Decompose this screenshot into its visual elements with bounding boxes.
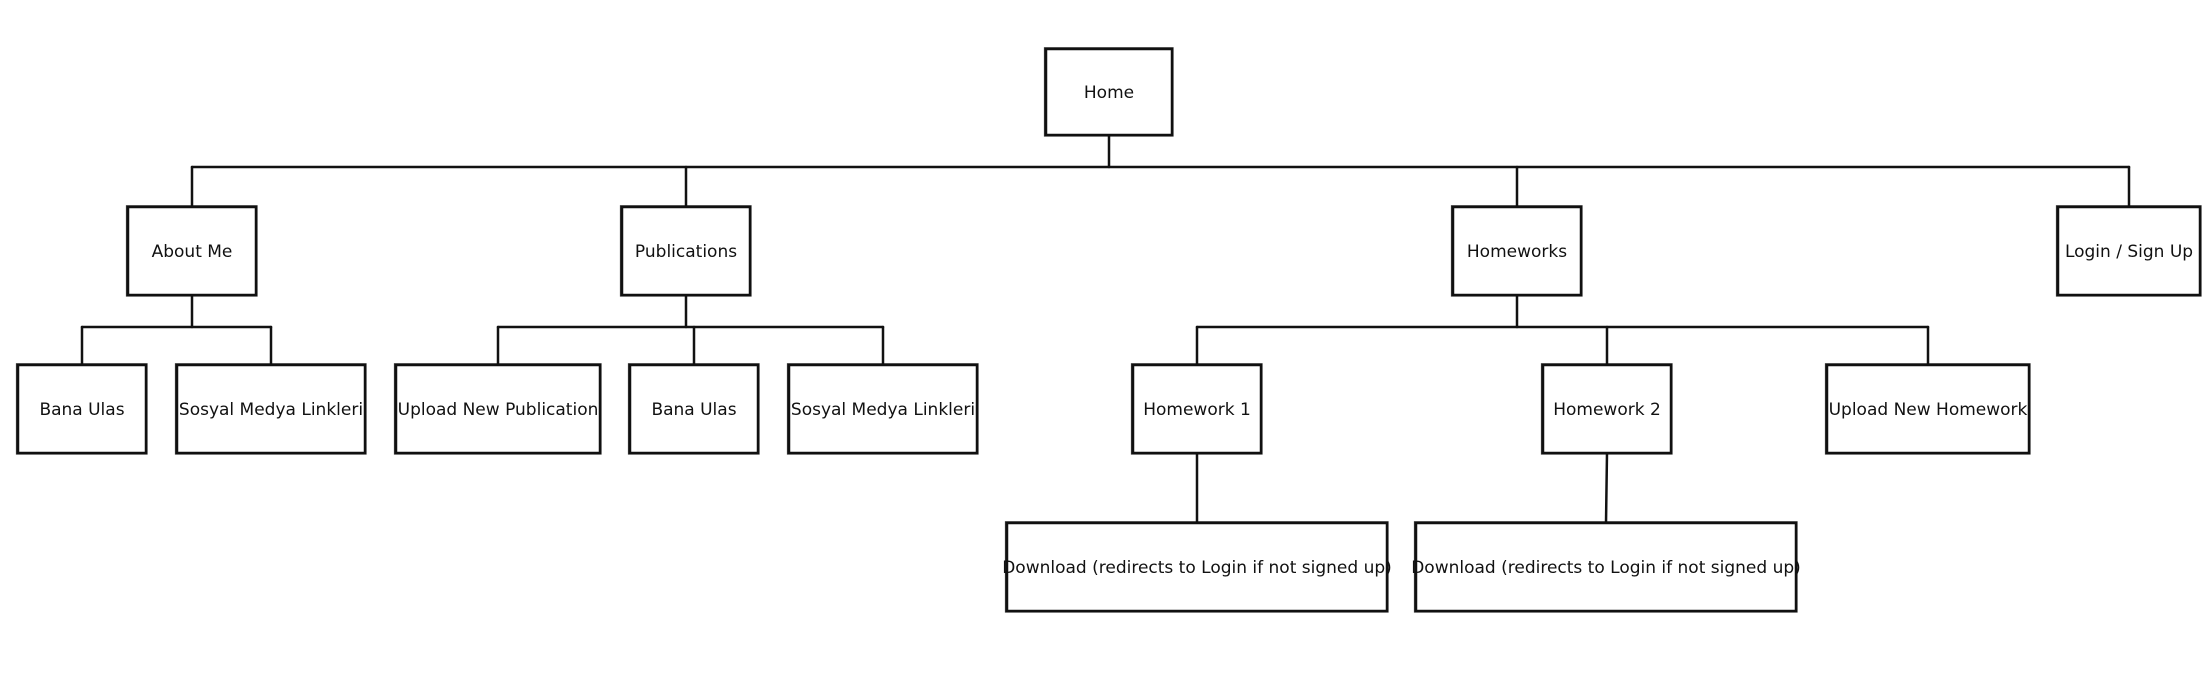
node-box-sketch <box>15 363 148 455</box>
node-label: Download (redirects to Login if not sign… <box>1002 558 1392 578</box>
node-box-sketch <box>786 363 979 455</box>
node-hw1-download: Download (redirects to Login if not sign… <box>1002 521 1392 613</box>
node-box <box>787 363 979 455</box>
node-label: Homework 2 <box>1553 400 1661 420</box>
node-label: Sosyal Medya Linkleri <box>179 400 363 420</box>
node-box-sketch <box>1824 363 2031 455</box>
node-pub-upload: Upload New Publication <box>393 363 602 455</box>
node-label: Home <box>1084 83 1134 103</box>
node-label: Homework 1 <box>1143 400 1251 420</box>
node-box <box>1451 205 1583 297</box>
node-box-sketch <box>1540 363 1673 455</box>
node-homework-1: Homework 1 <box>1130 363 1263 455</box>
node-about-bana-ulas: Bana Ulas <box>15 363 148 455</box>
node-about-me: About Me <box>125 205 258 297</box>
node-login-signup: Login / Sign Up <box>2055 205 2202 297</box>
node-box <box>1414 521 1798 613</box>
node-label: Bana Ulas <box>651 400 736 420</box>
node-box <box>1005 521 1389 613</box>
node-box <box>1825 363 2031 455</box>
node-home: Home <box>1043 47 1174 137</box>
node-box-sketch <box>1450 205 1583 297</box>
node-box-sketch <box>1043 47 1174 137</box>
connector-homework_2-hw2_download <box>1604 451 1609 525</box>
node-homework-2: Homework 2 <box>1540 363 1673 455</box>
node-box <box>620 205 752 297</box>
node-box-sketch <box>125 205 258 297</box>
node-homeworks: Homeworks <box>1450 205 1583 297</box>
node-box-sketch <box>619 205 752 297</box>
node-hw-upload: Upload New Homework <box>1824 363 2031 455</box>
node-label: Upload New Homework <box>1829 400 2028 420</box>
node-box <box>1131 363 1263 455</box>
node-box <box>126 205 258 297</box>
node-label: Download (redirects to Login if not sign… <box>1411 558 1801 578</box>
node-box-sketch <box>1413 521 1798 613</box>
node-box-sketch <box>174 363 367 455</box>
node-label: Upload New Publication <box>398 400 599 420</box>
node-about-sosyal-medya: Sosyal Medya Linkleri <box>174 363 367 455</box>
node-box-sketch <box>393 363 602 455</box>
node-label: Homeworks <box>1467 242 1567 262</box>
node-box-sketch <box>1130 363 1263 455</box>
node-box <box>1541 363 1673 455</box>
node-label: Publications <box>635 242 737 262</box>
node-publications: Publications <box>619 205 752 297</box>
node-label: Sosyal Medya Linkleri <box>791 400 975 420</box>
node-box <box>628 363 760 455</box>
node-label: Login / Sign Up <box>2065 242 2193 262</box>
node-box-sketch <box>2055 205 2202 297</box>
node-pub-sosyal-medya: Sosyal Medya Linkleri <box>786 363 979 455</box>
node-box <box>2056 205 2202 297</box>
node-box-sketch <box>1004 521 1389 613</box>
node-box <box>394 363 602 455</box>
connectors <box>80 133 2131 525</box>
node-box <box>16 363 148 455</box>
node-hw2-download: Download (redirects to Login if not sign… <box>1411 521 1801 613</box>
node-label: Bana Ulas <box>39 400 124 420</box>
node-box <box>1044 47 1174 137</box>
node-box-sketch <box>627 363 760 455</box>
node-box <box>175 363 367 455</box>
node-pub-bana-ulas: Bana Ulas <box>627 363 760 455</box>
node-label: About Me <box>152 242 233 262</box>
